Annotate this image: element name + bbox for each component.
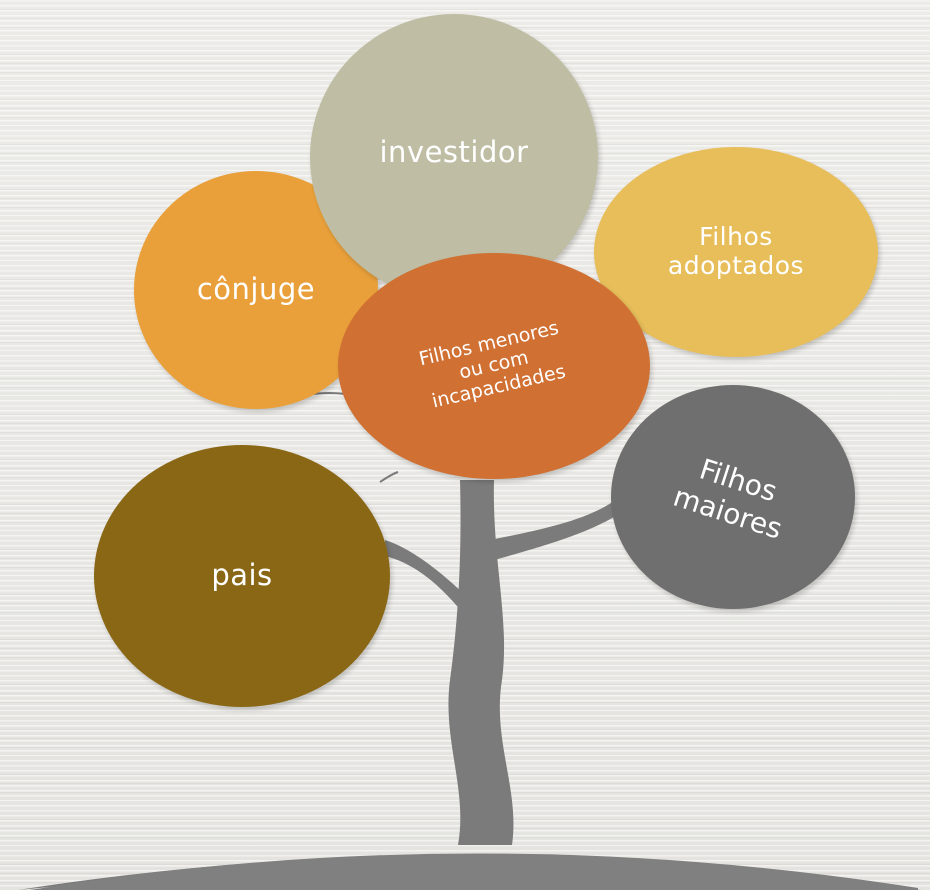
node-filhos-adoptados: Filhos adoptados <box>594 147 878 357</box>
branch-left <box>385 540 470 612</box>
node-conjuge-label: cônjuge <box>196 272 316 307</box>
node-filhos-menores: Filhos menores ou com incapacidades <box>338 253 650 479</box>
tree-trunk <box>448 480 514 845</box>
branch-right <box>490 498 622 560</box>
node-pais: pais <box>94 445 390 707</box>
ground-arc-fill <box>30 853 918 890</box>
node-filhos-adoptados-label: Filhos adoptados <box>667 222 805 280</box>
node-filhos-maiores: Filhos maiores <box>611 385 855 609</box>
branch-twig-2 <box>379 471 399 483</box>
node-investidor: investidor <box>310 14 598 300</box>
node-investidor-label: investidor <box>379 135 529 170</box>
node-pais-label: pais <box>211 558 273 593</box>
node-filhos-menores-label: Filhos menores ou com incapacidades <box>416 317 568 413</box>
node-filhos-maiores-label: Filhos maiores <box>669 452 787 546</box>
